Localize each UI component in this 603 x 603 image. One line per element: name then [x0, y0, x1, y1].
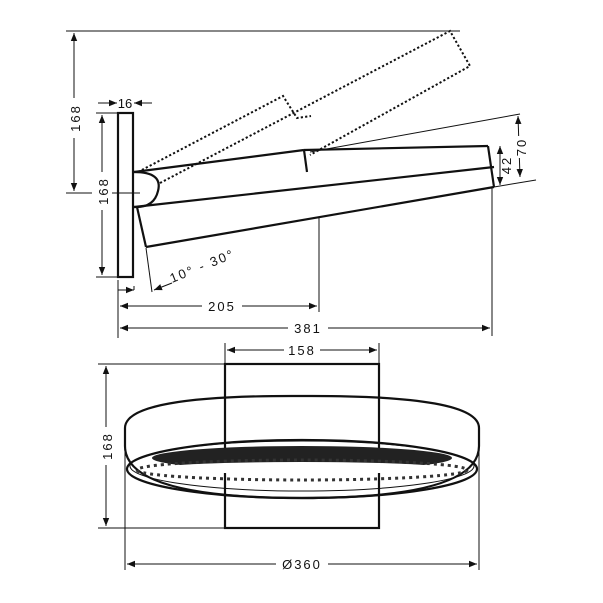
- pivot-joint: [133, 170, 160, 209]
- arm-tube-top: [133, 165, 495, 209]
- wall-plate: [116, 111, 135, 279]
- dim-front-height: 168: [100, 432, 115, 460]
- spray-nozzles: [135, 446, 469, 482]
- dim-tilt-range: 10° - 30°: [168, 246, 237, 286]
- dim-arm-tube: 42: [499, 156, 514, 174]
- dim-head-diameter: Ø360: [282, 557, 322, 572]
- dim-total-projection: 381: [294, 321, 322, 336]
- dim-arm-outer: 70: [514, 138, 529, 156]
- shower-head-face: [125, 438, 479, 500]
- arm-position-max-dotted: [159, 29, 472, 184]
- side-view: 168 168 16 70 42: [64, 29, 537, 338]
- dim-plate-height: 168: [96, 177, 111, 205]
- mount-block: [223, 362, 381, 530]
- front-view: 158 168 Ø360: [96, 342, 481, 572]
- dim-plate-thickness: 16: [118, 96, 132, 111]
- dim-pivot-to-end: 205: [208, 299, 236, 314]
- dim-total-height: 168: [68, 104, 83, 132]
- arm-position-mid-dotted: [137, 94, 312, 173]
- dim-mount-width: 158: [288, 343, 316, 358]
- arm-tube-bottom: [145, 185, 495, 249]
